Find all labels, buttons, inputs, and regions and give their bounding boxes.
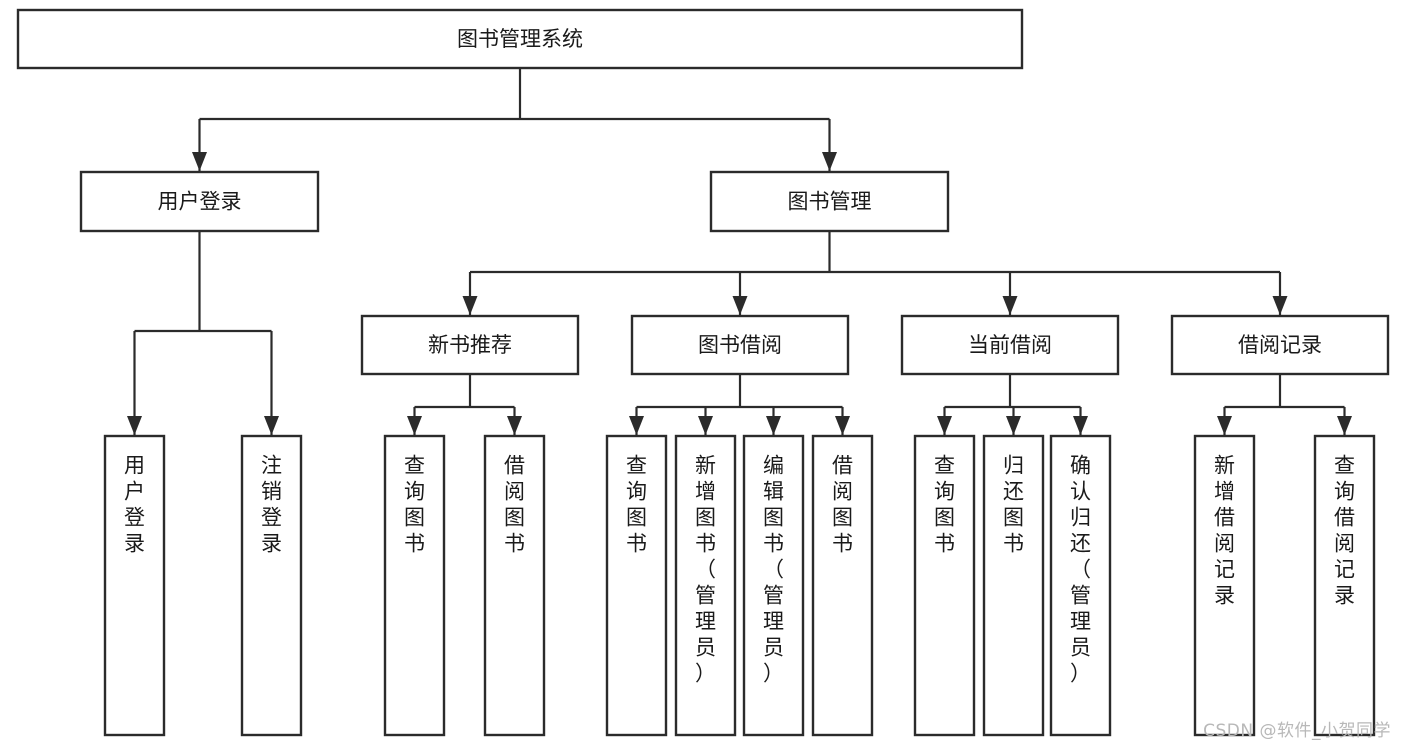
node-box bbox=[1193, 434, 1256, 737]
node-book-borrow[interactable]: 图书借阅 bbox=[630, 314, 850, 376]
node-box bbox=[383, 434, 446, 737]
nodes-layer: 图书管理系统用户登录图书管理新书推荐图书借阅当前借阅借阅记录用户登录注销登录查询… bbox=[16, 8, 1390, 737]
node-box bbox=[483, 434, 546, 737]
arrow-head-icon bbox=[835, 416, 850, 435]
arrow-head-icon bbox=[127, 416, 142, 435]
node-box bbox=[79, 170, 320, 233]
node-box bbox=[1313, 434, 1376, 737]
node-box bbox=[900, 314, 1120, 376]
node-leaf-borrow-book-1[interactable]: 借阅图书 bbox=[483, 434, 546, 737]
node-box bbox=[240, 434, 303, 737]
node-box bbox=[811, 434, 874, 737]
node-label: 借阅记录 bbox=[1238, 333, 1322, 357]
node-root-book-management-system[interactable]: 图书管理系统 bbox=[16, 8, 1024, 70]
arrow-head-icon bbox=[822, 152, 837, 171]
node-box bbox=[630, 314, 850, 376]
node-box bbox=[913, 434, 976, 737]
arrow-head-icon bbox=[264, 416, 279, 435]
node-borrow-record[interactable]: 借阅记录 bbox=[1170, 314, 1390, 376]
node-label: 归还图书 bbox=[1003, 454, 1024, 556]
node-box bbox=[1049, 434, 1112, 737]
node-label: 查询图书 bbox=[626, 454, 647, 556]
node-leaf-add-book[interactable]: 新增图书（管理员） bbox=[674, 434, 737, 737]
node-box bbox=[605, 434, 668, 737]
arrow-head-icon bbox=[629, 416, 644, 435]
node-leaf-edit-book[interactable]: 编辑图书（管理员） bbox=[742, 434, 805, 737]
node-box bbox=[674, 434, 737, 737]
node-box bbox=[982, 434, 1045, 737]
node-leaf-user-login[interactable]: 用户登录 bbox=[103, 434, 166, 737]
node-label: 查询图书 bbox=[404, 454, 425, 556]
arrow-head-icon bbox=[407, 416, 422, 435]
node-label: 编辑图书（管理员） bbox=[763, 454, 784, 686]
node-new-book-recommend[interactable]: 新书推荐 bbox=[360, 314, 580, 376]
node-box bbox=[742, 434, 805, 737]
arrow-head-icon bbox=[1217, 416, 1232, 435]
arrow-head-icon bbox=[1272, 296, 1288, 315]
arrow-head-icon bbox=[698, 416, 713, 435]
node-label: 图书借阅 bbox=[698, 333, 782, 357]
node-current-borrow[interactable]: 当前借阅 bbox=[900, 314, 1120, 376]
connectors-layer bbox=[127, 68, 1352, 435]
node-label: 借阅图书 bbox=[832, 454, 853, 556]
node-label: 图书管理系统 bbox=[457, 27, 583, 51]
arrow-head-icon bbox=[192, 152, 207, 171]
node-label: 当前借阅 bbox=[968, 333, 1052, 357]
arrow-head-icon bbox=[1006, 416, 1021, 435]
node-label: 用户登录 bbox=[124, 454, 145, 556]
node-leaf-confirm-return[interactable]: 确认归还（管理员） bbox=[1049, 434, 1112, 737]
arrow-head-icon bbox=[1337, 416, 1352, 435]
node-label: 图书管理 bbox=[788, 190, 872, 214]
arrow-head-icon bbox=[1073, 416, 1088, 435]
node-label: 注销登录 bbox=[261, 454, 282, 556]
node-leaf-add-record[interactable]: 新增借阅记录 bbox=[1193, 434, 1256, 737]
arrow-head-icon bbox=[732, 296, 748, 315]
node-label: 新增借阅记录 bbox=[1214, 454, 1235, 608]
node-box bbox=[360, 314, 580, 376]
arrow-head-icon bbox=[507, 416, 522, 435]
node-leaf-query-book-3[interactable]: 查询图书 bbox=[913, 434, 976, 737]
node-box bbox=[1170, 314, 1390, 376]
node-leaf-logout[interactable]: 注销登录 bbox=[240, 434, 303, 737]
node-book-manage[interactable]: 图书管理 bbox=[709, 170, 950, 233]
arrow-head-icon bbox=[1002, 296, 1018, 315]
node-leaf-return-book[interactable]: 归还图书 bbox=[982, 434, 1045, 737]
node-label: 确认归还（管理员） bbox=[1070, 454, 1091, 686]
node-leaf-query-record[interactable]: 查询借阅记录 bbox=[1313, 434, 1376, 737]
node-leaf-query-book-2[interactable]: 查询图书 bbox=[605, 434, 668, 737]
node-user-login[interactable]: 用户登录 bbox=[79, 170, 320, 233]
node-leaf-borrow-book-2[interactable]: 借阅图书 bbox=[811, 434, 874, 737]
node-leaf-query-book-1[interactable]: 查询图书 bbox=[383, 434, 446, 737]
node-box bbox=[16, 8, 1024, 70]
node-label: 查询图书 bbox=[934, 454, 955, 556]
node-label: 借阅图书 bbox=[504, 454, 525, 556]
arrow-head-icon bbox=[937, 416, 952, 435]
node-box bbox=[709, 170, 950, 233]
arrow-head-icon bbox=[462, 296, 478, 315]
node-label: 查询借阅记录 bbox=[1334, 454, 1355, 608]
node-box bbox=[103, 434, 166, 737]
arrow-head-icon bbox=[766, 416, 781, 435]
node-label: 新书推荐 bbox=[428, 333, 512, 357]
node-label: 用户登录 bbox=[158, 190, 242, 214]
node-label: 新增图书（管理员） bbox=[695, 454, 716, 686]
